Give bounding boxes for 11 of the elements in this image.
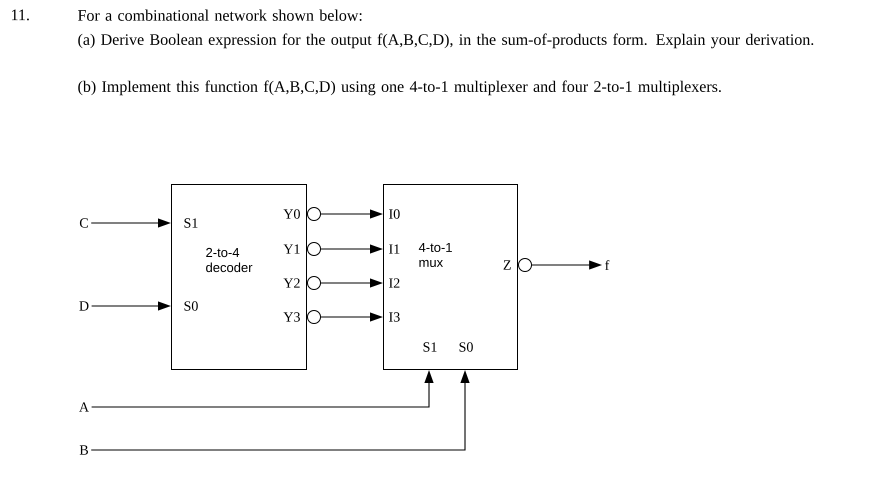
signal-name: A <box>79 402 89 412</box>
question-text: For a combinational network shown below: <box>78 10 362 21</box>
multiplexer-block: I0 I1 I2 I3 4-to-1 mux Z S1 S0 <box>383 184 518 370</box>
signal-name: f <box>605 260 610 270</box>
question-text: 11. <box>12 10 29 20</box>
question-text: (b) Implement this function f(A,B,C,D) using one 4-to-1 multiplexer and four 2-to-1 multiplexers. <box>78 80 721 96</box>
signal-name: B <box>80 445 88 455</box>
signal-name: D <box>79 301 88 311</box>
question-text: (a) Derive Boolean expression for the output f(A,B,C,D), in the sum-of-products form. Explain your derivation. <box>78 34 814 48</box>
signal-name: C <box>80 218 88 228</box>
decoder-block: S1 2-to-4 decoder S0 Y0 Y1 Y2 Y3 <box>171 184 307 370</box>
